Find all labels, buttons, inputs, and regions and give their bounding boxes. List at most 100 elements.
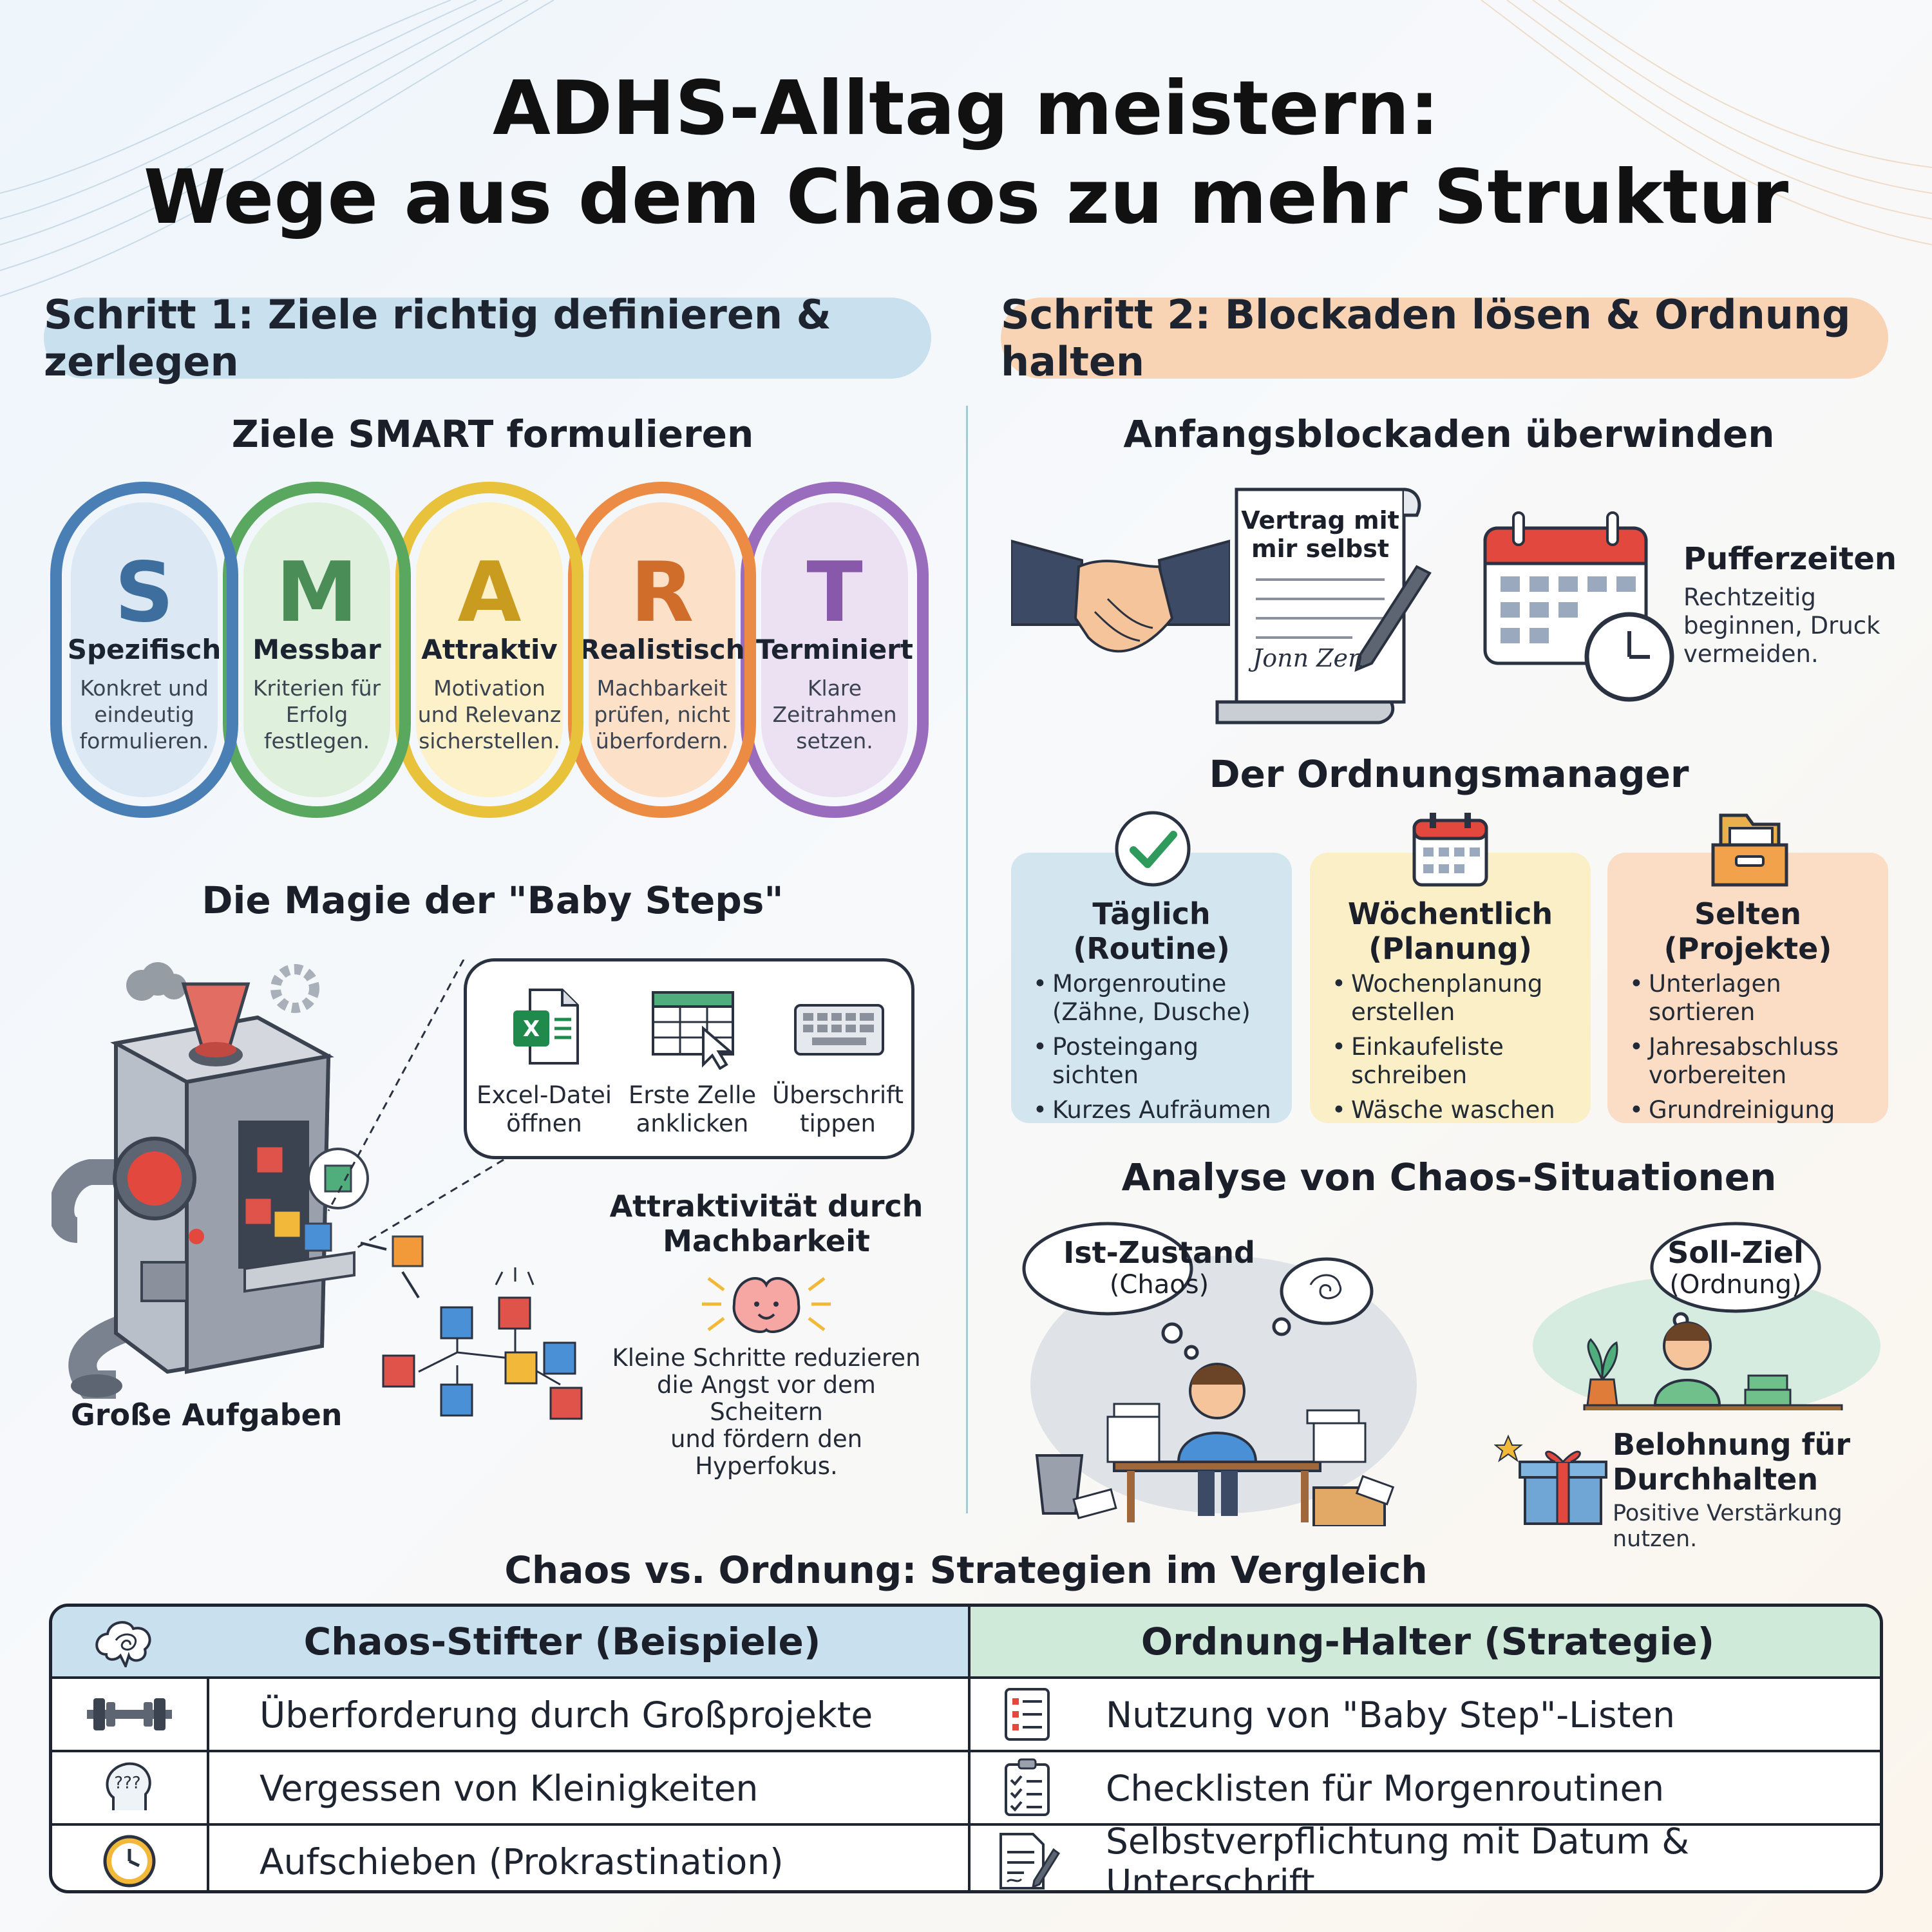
table-header-left: Chaos-Stifter (Beispiele): [52, 1607, 969, 1676]
reward-title-line2: Durchhalten: [1613, 1462, 1819, 1497]
smart-desc-line3: setzen.: [796, 728, 873, 753]
card-title-line2: (Routine): [1073, 931, 1230, 966]
ist-title: Ist-Zustand: [1063, 1235, 1255, 1270]
handshake-icon: [1011, 539, 1230, 653]
page-title: ADHS-Alltag meistern: Wege aus dem Chaos…: [0, 64, 1932, 242]
step1-pill: Schritt 1: Ziele richtig definieren & ze…: [44, 291, 931, 385]
checklist-icon: [980, 1752, 1076, 1823]
card-list-item: Posteingang sichten: [1033, 1033, 1283, 1090]
manager-card-1: Wöchentlich(Planung)Wochenplanung erstel…: [1310, 853, 1591, 1124]
chaos-scene-illustration: [1022, 1222, 1417, 1526]
baby-step-1-line2: öffnen: [506, 1110, 582, 1137]
contract-line2: mir selbst: [1251, 535, 1389, 563]
smart-letter: R: [630, 545, 694, 641]
card-title: Wöchentlich(Planung): [1310, 896, 1591, 966]
comparison-table: Chaos-Stifter (Beispiele) Ordnung-Halter…: [49, 1604, 1883, 1893]
card-title: Selten(Projekte): [1607, 896, 1888, 966]
happy-brain-icon: [702, 1277, 831, 1334]
ist-sub: (Chaos): [1109, 1270, 1209, 1300]
card-title-line1: Täglich: [1092, 896, 1211, 931]
smart-letter: T: [806, 545, 863, 641]
weekly-calendar-icon: [1412, 813, 1488, 887]
attraktivitaet-desc: Kleine Schritte reduzieren die Angst vor…: [599, 1345, 934, 1480]
card-title-line2: (Planung): [1368, 931, 1532, 966]
baby-step-2-line1: Erste Zelle: [628, 1081, 757, 1109]
buffer-desc: Rechtzeitig beginnen, Druck vermeiden.: [1683, 583, 1880, 668]
baby-step-3-line1: Überschrift: [772, 1081, 904, 1109]
step2-pill: Schritt 2: Blockaden lösen & Ordnung hal…: [1001, 291, 1888, 385]
smart-desc-line3: überfordern.: [595, 728, 729, 753]
excel-file-icon: X: [513, 989, 579, 1065]
smart-desc-line2: und Relevanz: [417, 702, 562, 727]
smart-desc-line3: formulieren.: [79, 728, 209, 753]
card-list-item: Morgenroutine (Zähne, Dusche): [1033, 970, 1283, 1027]
smart-word: Messbar: [252, 634, 381, 665]
smart-word: Terminiert: [755, 634, 913, 665]
keyboard-icon: [794, 1004, 884, 1056]
order-scene-illustration: [1533, 1222, 1880, 1410]
manager-card-0: Täglich(Routine)Morgenroutine (Zähne, Du…: [1011, 853, 1292, 1124]
reward-title-line1: Belohnung für: [1613, 1427, 1851, 1462]
checkmark-icon: [1115, 811, 1191, 887]
reward-title: Belohnung für Durchhalten: [1613, 1427, 1850, 1497]
analysis-heading: Analyse von Chaos-Situationen: [1121, 1155, 1777, 1199]
card-list-item: Grundreinigung: [1629, 1096, 1879, 1124]
card-list: Morgenroutine (Zähne, Dusche) Posteingang…: [1033, 970, 1283, 1131]
smart-desc-line2: prüfen, nicht: [594, 702, 730, 727]
smart-word: Spezifisch: [67, 634, 222, 665]
gift-reward-icon: [1494, 1434, 1607, 1525]
order-strategy-cell: Selbstverpflichtung mit Datum & Untersch…: [1106, 1821, 1690, 1893]
calendar-clock-icon: [1483, 511, 1674, 702]
attr-title-line1: Attraktivität durch: [609, 1189, 923, 1224]
comparison-heading: Chaos vs. Ordnung: Strategien im Verglei…: [504, 1548, 1428, 1592]
zoom-connector-lines: [327, 960, 516, 1251]
svg-text:???: ???: [114, 1774, 140, 1793]
card-list-item: Wäsche waschen: [1332, 1096, 1582, 1124]
chaos-cause-cell: Vergessen von Kleinigkeiten: [260, 1768, 759, 1809]
small-steps-cubes: [382, 1267, 583, 1420]
table-row: Überforderung durch Großprojekte Nutzung …: [52, 1676, 1880, 1750]
card-title: Täglich(Routine): [1011, 896, 1292, 966]
task-machine-illustration: [52, 962, 424, 1399]
chaos-cause-cell: Aufschieben (Prokrastination): [260, 1841, 784, 1882]
smart-desc-line2: Erfolg: [285, 702, 348, 727]
smart-desc-line2: Zeitrahmen: [772, 702, 897, 727]
smart-heading: Ziele SMART formulieren: [231, 412, 754, 456]
blockade-heading: Anfangsblockaden überwinden: [1123, 412, 1775, 456]
card-list-item: Kurzes Aufräumen: [1033, 1096, 1283, 1124]
smart-letter: S: [114, 545, 175, 641]
archive-box-icon: [1711, 813, 1788, 887]
reward-desc: Positive Verstärkung nutzen.: [1613, 1501, 1842, 1552]
attr-desc-line3: und fördern den Hyperfokus.: [670, 1425, 863, 1480]
card-list-item: Jahresabschluss vorbereiten: [1629, 1033, 1879, 1090]
title-line-1: ADHS-Alltag meistern:: [493, 65, 1439, 152]
table-icon-divider: [207, 1676, 209, 1890]
smart-desc-line1: Konkret und: [80, 676, 209, 701]
manager-heading: Der Ordnungsmanager: [1209, 752, 1689, 796]
chaos-cause-cell: Überforderung durch Großprojekte: [260, 1694, 873, 1736]
column-header-chaos: Chaos-Stifter (Beispiele): [303, 1620, 821, 1663]
section-divider: [966, 406, 968, 1513]
list-icon: [980, 1679, 1076, 1750]
attraktivitaet-title: Attraktivität durch Machbarkeit: [605, 1189, 927, 1258]
smart-desc-line1: Kriterien für: [252, 676, 381, 701]
svg-text:X: X: [523, 1016, 540, 1042]
attr-desc-line2: die Angst vor dem Scheitern: [657, 1371, 876, 1426]
buffer-title: Pufferzeiten: [1683, 541, 1897, 577]
table-center-divider: [968, 1607, 971, 1890]
contract-line1: Vertrag mit: [1241, 506, 1399, 535]
order-strategy-cell: Nutzung von "Baby Step"-Listen: [1106, 1694, 1675, 1736]
ist-zustand-label: Ist-Zustand (Chaos): [1043, 1235, 1275, 1300]
card-list-item: Unterlagen sortieren: [1629, 970, 1879, 1027]
smart-word: Attraktiv: [421, 634, 558, 665]
contract-title: Vertrag mit mir selbst: [1236, 506, 1404, 563]
smart-letter: A: [457, 545, 522, 641]
